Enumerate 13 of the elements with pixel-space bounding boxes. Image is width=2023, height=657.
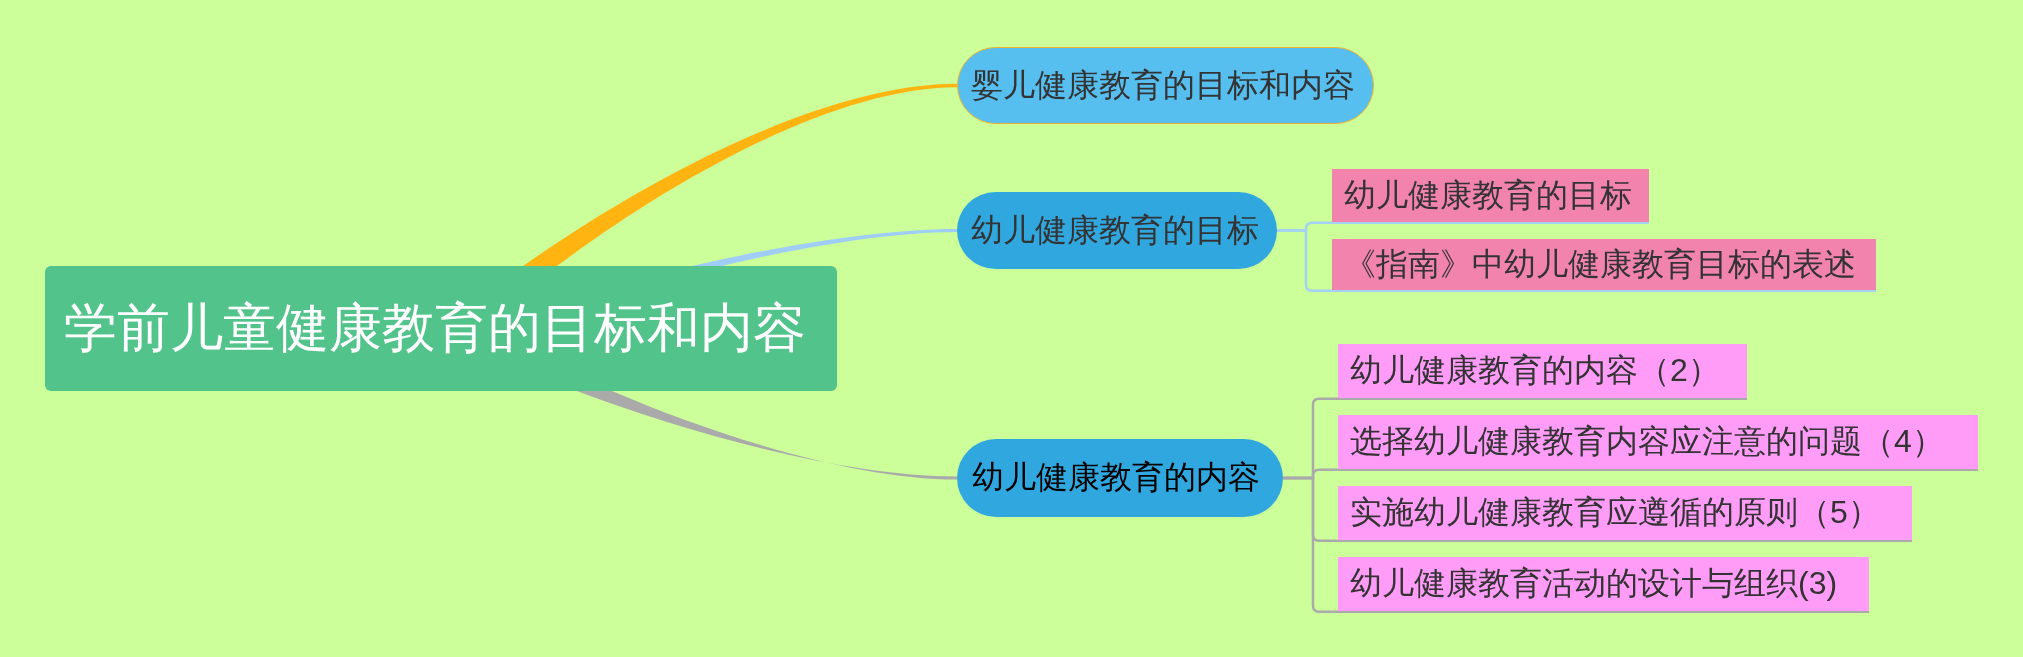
subtopic-box: 实施幼儿健康教育应遵循的原则（5） — [1338, 486, 1912, 542]
subtopic-box: 《指南》中幼儿健康教育目标的表述 — [1332, 239, 1876, 292]
branch-connector — [523, 83, 957, 266]
subtopic-box: 选择幼儿健康教育内容应注意的问题（4） — [1338, 415, 1978, 471]
branch-connector — [577, 391, 957, 480]
central-topic-box: 学前儿童健康教育的目标和内容 — [45, 266, 837, 391]
branch-connector — [692, 229, 957, 266]
topic-pill: 幼儿健康教育的内容 — [957, 439, 1283, 517]
subtopic-box: 幼儿健康教育活动的设计与组织(3) — [1338, 557, 1869, 613]
topic-pill: 幼儿健康教育的目标 — [957, 192, 1277, 269]
subtopic-box: 幼儿健康教育的目标 — [1332, 169, 1649, 224]
subtopic-box: 幼儿健康教育的内容（2） — [1338, 344, 1747, 400]
topic-pill: 婴儿健康教育的目标和内容 — [957, 47, 1374, 124]
